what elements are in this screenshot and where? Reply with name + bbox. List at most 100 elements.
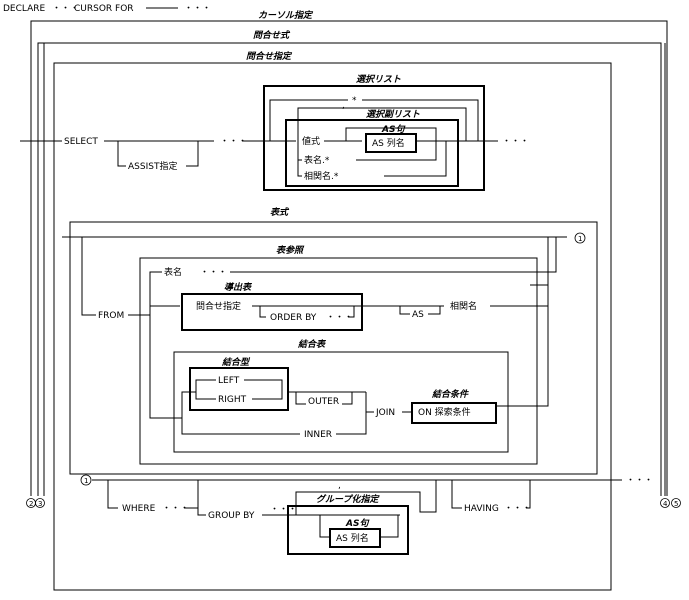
join-type-label: 結合型 bbox=[221, 357, 251, 368]
table-ref-frame bbox=[139, 257, 538, 465]
derived-table-label: 導出表 bbox=[224, 282, 253, 293]
from-branch bbox=[81, 237, 96, 316]
group-as-colname: AS 列名 bbox=[336, 532, 369, 544]
ellipsis-where: ・・・ bbox=[162, 504, 189, 514]
join-type-frame bbox=[189, 367, 289, 411]
left-exit bbox=[244, 379, 283, 392]
join-cond-exit bbox=[496, 306, 549, 407]
ellipsis-select: ・・・ bbox=[220, 137, 247, 147]
table-star-keyword: 表名.* bbox=[304, 154, 330, 166]
star-branch-left bbox=[269, 99, 348, 141]
corr-star-exit bbox=[384, 141, 447, 177]
star-branch-right bbox=[362, 99, 479, 141]
join-cond-frame bbox=[411, 402, 497, 424]
derived-branch bbox=[149, 305, 180, 315]
table-ref-label: 表参照 bbox=[276, 245, 305, 256]
as-opt-branch bbox=[399, 306, 410, 315]
marker-1-top-text: 1 bbox=[578, 235, 582, 243]
order-by-exit bbox=[348, 306, 355, 318]
left-keyword: LEFT bbox=[218, 376, 240, 386]
table-name-keyword: 表名 bbox=[164, 266, 182, 278]
dot-mark: , bbox=[342, 101, 345, 111]
query-spec-frame bbox=[53, 62, 612, 591]
inner-keyword: INNER bbox=[304, 430, 332, 440]
as-colname: AS 列名 bbox=[372, 137, 405, 149]
to-join-line bbox=[365, 392, 374, 413]
table-star-exit bbox=[356, 141, 437, 161]
grouping-spec-frame bbox=[287, 505, 409, 555]
marker-1-top bbox=[574, 232, 586, 244]
where-keyword: WHERE bbox=[122, 504, 156, 514]
as-opt-keyword: AS bbox=[412, 310, 424, 320]
grouping-spec-label: グループ化指定 bbox=[316, 494, 380, 505]
cursor-spec-label: カーソル指定 bbox=[258, 10, 314, 21]
assist-branch-left bbox=[117, 141, 126, 167]
join-entry-line bbox=[149, 315, 182, 419]
value-expr-keyword: 値式 bbox=[302, 135, 320, 147]
group-by-keyword: GROUP BY bbox=[208, 511, 255, 521]
group-as-entry bbox=[319, 515, 330, 538]
query-spec-label: 問合せ指定 bbox=[246, 51, 293, 62]
group-by-branch bbox=[197, 480, 206, 516]
join-type-entry bbox=[181, 391, 196, 418]
table-expr-label: 表式 bbox=[270, 207, 290, 218]
inner-branch bbox=[181, 418, 300, 435]
cursor-spec-frame bbox=[30, 20, 668, 496]
ellipsis-1: ・・・ bbox=[52, 4, 79, 14]
corr-name-exit bbox=[490, 285, 549, 307]
select-list-frame bbox=[263, 85, 485, 191]
joined-table-frame bbox=[173, 351, 509, 453]
ellipsis-clause: ・・・ bbox=[626, 476, 653, 486]
assist-branch-right bbox=[186, 141, 199, 167]
from-return-line bbox=[530, 237, 549, 286]
marker-3-text: 3 bbox=[38, 500, 42, 508]
where-branch bbox=[107, 480, 118, 509]
grouping-loop bbox=[295, 480, 437, 515]
cursor-for-keyword: CURSOR FOR bbox=[74, 4, 134, 14]
right-branch bbox=[195, 392, 216, 400]
ellipsis-order-by: ・・・ bbox=[326, 313, 353, 323]
joined-table-label: 結合表 bbox=[297, 339, 327, 350]
inner-exit bbox=[336, 412, 367, 435]
select-keyword: SELECT bbox=[64, 137, 98, 147]
select-sublist-frame bbox=[285, 119, 459, 187]
as-clause-box bbox=[365, 133, 417, 153]
outer-branch bbox=[295, 392, 306, 405]
group-as-box bbox=[329, 528, 381, 548]
table-expr-frame bbox=[69, 221, 598, 475]
ellipsis-table-name: ・・・ bbox=[200, 268, 227, 278]
marker-5 bbox=[671, 498, 681, 508]
query-expr-label: 問合せ式 bbox=[253, 30, 291, 41]
corr-star-keyword: 相関名.* bbox=[304, 170, 339, 182]
order-by-keyword: ORDER BY bbox=[270, 313, 317, 323]
having-keyword: HAVING bbox=[464, 504, 499, 514]
having-exit bbox=[526, 480, 531, 509]
table-name-branch bbox=[149, 271, 162, 315]
join-cond-label: 結合条件 bbox=[431, 389, 469, 400]
on-search-keyword: ON 探索条件 bbox=[418, 406, 471, 418]
ellipsis-2: ・・・ bbox=[184, 4, 211, 14]
assist-keyword: ASSIST指定 bbox=[128, 160, 177, 172]
having-branch bbox=[451, 480, 462, 509]
corr-name-keyword: 相関名 bbox=[450, 300, 477, 312]
marker-1-bottom bbox=[80, 474, 92, 486]
sublist-loop bbox=[297, 107, 467, 141]
right-exit bbox=[252, 392, 283, 400]
derived-table-frame bbox=[181, 293, 363, 331]
table-name-exit bbox=[230, 237, 557, 273]
from-keyword: FROM bbox=[98, 311, 124, 321]
star-symbol: * bbox=[352, 96, 357, 106]
select-list-label: 選択リスト bbox=[356, 74, 401, 85]
query-expr-frame bbox=[37, 42, 662, 496]
ellipsis-sublist: ・・・ bbox=[502, 137, 529, 147]
ellipsis-having: ・・・ bbox=[504, 504, 531, 514]
outer-keyword: OUTER bbox=[308, 397, 339, 407]
as-opt-exit bbox=[428, 306, 441, 315]
outer-exit bbox=[342, 392, 353, 405]
marker-3 bbox=[35, 498, 45, 508]
marker-2-text: 2 bbox=[29, 500, 33, 508]
corr-star-branch bbox=[297, 160, 302, 177]
left-branch bbox=[195, 379, 216, 392]
